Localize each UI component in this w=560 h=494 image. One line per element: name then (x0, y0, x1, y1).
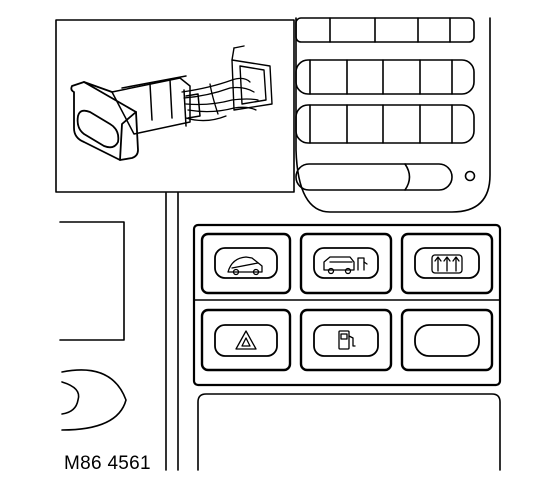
air-vent-grille (296, 18, 474, 143)
blank-switch[interactable] (402, 310, 492, 370)
switch-panel (194, 225, 500, 470)
storage-tray (198, 394, 500, 470)
hazard-triangle-icon (236, 331, 256, 349)
hazard-warning-switch[interactable] (202, 310, 290, 370)
hill-descent-switch[interactable] (202, 234, 290, 293)
switch-face (71, 82, 138, 160)
switch-body (112, 76, 200, 134)
vehicle-icon (324, 257, 367, 274)
removed-switch-inset (56, 20, 294, 192)
fuel-pump-icon (339, 331, 355, 349)
dashboard-structure (60, 18, 490, 470)
figure-reference-code: M86 4561 (64, 453, 151, 474)
heated-rear-screen-switch[interactable] (402, 234, 492, 293)
vent-control-slot (296, 164, 475, 190)
traction-vehicle-switch[interactable] (301, 234, 391, 293)
wiring-connector (232, 46, 272, 110)
rear-demist-icon (432, 255, 462, 273)
switch-wiring (182, 78, 258, 120)
left-display-panel (60, 222, 124, 340)
hill-descent-icon (228, 257, 262, 275)
fuel-switch[interactable] (301, 310, 391, 370)
rotary-knob (62, 370, 126, 430)
